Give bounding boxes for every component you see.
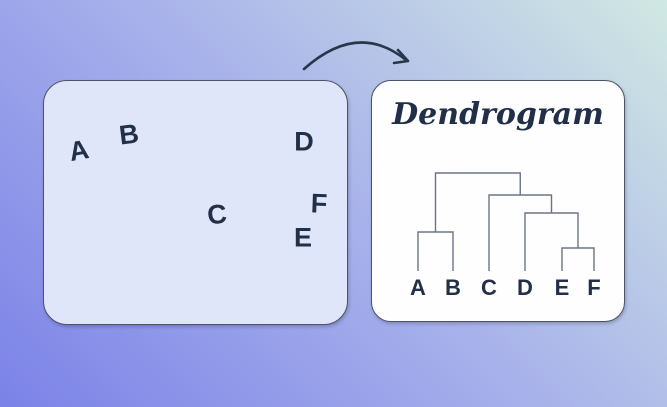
curved-arrow-icon [302, 41, 410, 71]
dendrogram-leaf-label: C [481, 275, 497, 300]
dendrogram-leaf-label: B [445, 275, 461, 300]
dendrogram-link [488, 194, 553, 271]
scatter-point-label: E [293, 222, 313, 253]
scatter-point-label: C [205, 198, 229, 231]
dendrogram-link [524, 212, 579, 271]
dendrogram-leaf-label: D [517, 275, 533, 300]
arrow-curve [302, 41, 408, 71]
scatter-point-label: F [310, 188, 328, 219]
dendrogram-leaf-label: A [410, 275, 426, 300]
dendrogram-title: Dendrogram [392, 97, 604, 132]
dendrogram-link [561, 247, 595, 271]
scatter-point-label: B [117, 118, 141, 151]
dendrogram-link [434, 172, 521, 232]
arrow-head [392, 48, 410, 65]
dendrogram-link [417, 231, 454, 271]
dendrogram-leaf-label: F [587, 275, 600, 300]
scatter-point-label: D [294, 126, 314, 157]
scatter-point-label: A [66, 134, 92, 167]
dendrogram-leaf-label: E [555, 275, 570, 300]
